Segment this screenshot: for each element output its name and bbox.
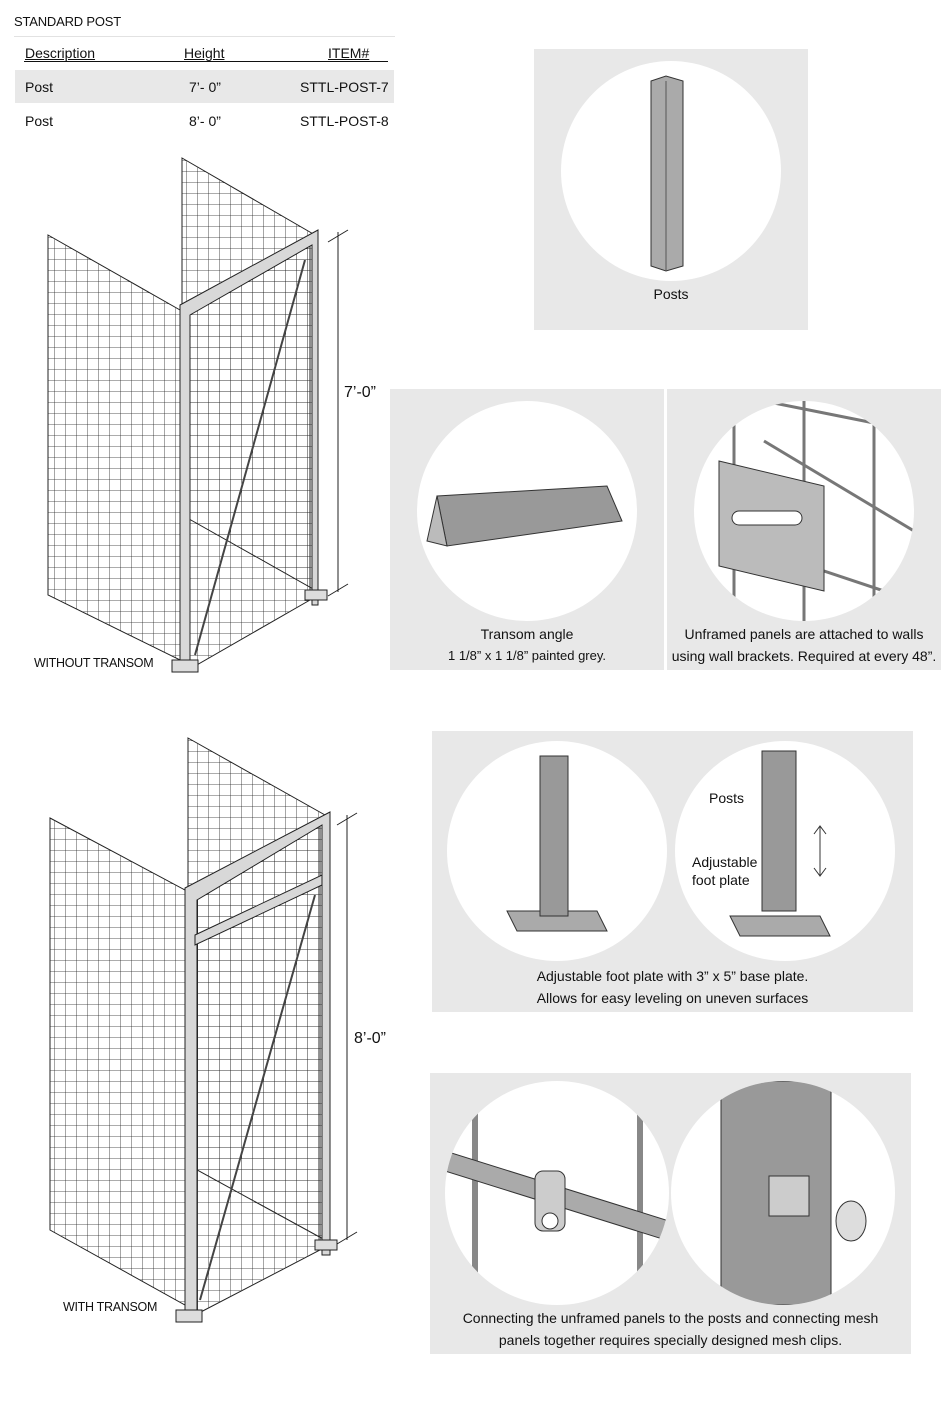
bracket-panel: Unframed panels are attached to walls us… xyxy=(667,389,941,670)
label-foot-plate: foot plate xyxy=(692,872,750,888)
caption: Posts xyxy=(653,286,689,302)
cell-item: STTL-POST-8 xyxy=(300,113,389,129)
cell-height: 7’- 0” xyxy=(189,79,221,95)
subcaption: 1 1/8” x 1 1/8” painted grey. xyxy=(447,648,607,663)
subcaption: using wall brackets. Required at every 4… xyxy=(671,648,937,664)
cell-height: 8’- 0” xyxy=(189,113,221,129)
clips-panel: Connecting the unframed panels to the po… xyxy=(430,1073,911,1354)
transom-panel: Transom angle 1 1/8” x 1 1/8” painted gr… xyxy=(390,389,664,670)
post-clip-image xyxy=(671,1081,895,1305)
caption: Unframed panels are attached to walls xyxy=(684,626,924,642)
adjustable-footplate-image xyxy=(675,741,895,961)
header-underline xyxy=(24,61,388,62)
header-description: Description xyxy=(25,45,96,61)
caption: Connecting the unframed panels to the po… xyxy=(462,1310,879,1326)
cage-drawing-without-transom xyxy=(47,157,349,673)
cell-description: Post xyxy=(25,79,54,95)
header-item: ITEM# xyxy=(328,45,370,61)
caption: Transom angle xyxy=(480,626,574,642)
footplate-image xyxy=(447,741,667,961)
drawing-label: WITHOUT TRANSOM xyxy=(34,656,154,670)
cell-item: STTL-POST-7 xyxy=(300,79,389,95)
divider xyxy=(14,36,395,37)
dimension-label: 7’-0” xyxy=(344,384,377,401)
dimension-label: 8’-0” xyxy=(354,1030,387,1047)
post-image xyxy=(561,61,781,281)
cell-description: Post xyxy=(25,113,54,129)
posts-panel: Posts xyxy=(534,49,808,330)
transom-angle-image xyxy=(417,401,637,621)
footplate-panel: Posts Adjustable foot plate Adjustable f… xyxy=(432,731,913,1012)
drawing-label: WITH TRANSOM xyxy=(63,1300,158,1314)
table-row: Post 7’- 0” STTL-POST-7 xyxy=(15,70,394,103)
cage-drawing-with-transom xyxy=(49,737,358,1323)
header-height: Height xyxy=(184,45,225,61)
wall-bracket-image xyxy=(694,401,914,621)
caption: Adjustable foot plate with 3” x 5” base … xyxy=(536,968,809,984)
mesh-clip-image xyxy=(445,1081,669,1305)
subcaption: Allows for easy leveling on uneven surfa… xyxy=(536,990,809,1006)
subcaption: panels together requires specially desig… xyxy=(498,1332,843,1348)
label-posts: Posts xyxy=(709,790,745,806)
table-row: Post 8’- 0” STTL-POST-8 xyxy=(15,104,394,137)
table-title: STANDARD POST xyxy=(14,14,121,29)
label-adjustable: Adjustable xyxy=(692,854,758,870)
